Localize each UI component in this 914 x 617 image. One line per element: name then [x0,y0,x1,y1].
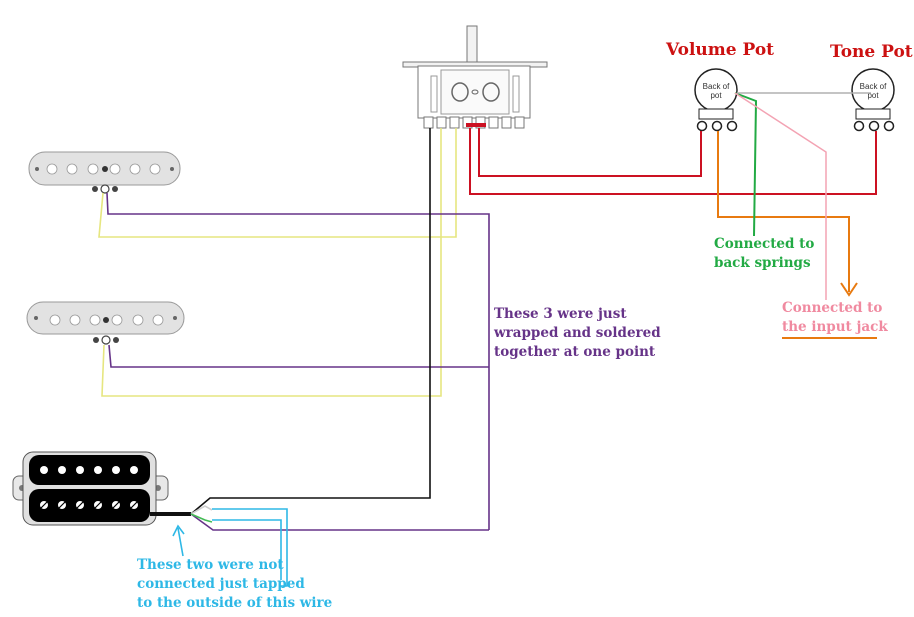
orange-arrowhead [840,282,858,297]
note-back-springs: Connected to back springs [714,236,815,271]
volume-pot-back-label-2: pot [710,91,722,100]
single-coil-pickup-middle [26,301,185,345]
black-wire-humbucker [190,128,431,515]
green-stub-humbucker [190,513,213,523]
red-wire-switch-tone [469,128,877,195]
tone-pot-title: Tone Pot [830,42,913,62]
note-input-jack: Connected to the input jack [782,300,888,335]
wires [98,92,877,587]
cyan-wire-tapped [212,508,288,587]
pink-wire-input [734,92,827,300]
cyan-arrowhead [172,524,185,537]
green-wire-springs [734,92,758,237]
white-wire-humbucker [190,505,213,515]
yellow-wire-middle [101,128,442,397]
orange-wire-output [717,131,850,292]
yellow-wire-neck [98,128,457,238]
selector-switch [402,25,548,129]
purple-wire-neck [106,192,490,530]
purple-wire-middle [108,344,489,368]
cyan-arrow-line [177,527,184,557]
humbucker-pickup [12,451,191,526]
tone-pot-back-label-1: Back of [860,82,887,91]
red-wire-switch-volume [478,128,702,177]
cyan-wire-tapped-2 [212,519,282,580]
tone-pot: Back of pot [851,68,895,132]
single-coil-pickup-neck [28,151,181,194]
note-two-wires: These two were not connected just tapped… [137,557,333,611]
volume-pot: Back of pot [694,68,738,132]
note-three-wires: These 3 were just wrapped and soldered t… [494,306,661,360]
purple-wire-humbucker [190,513,489,531]
volume-pot-back-label-1: Back of [703,82,730,91]
volume-pot-title: Volume Pot [666,40,775,60]
tone-pot-back-label-2: pot [867,91,879,100]
